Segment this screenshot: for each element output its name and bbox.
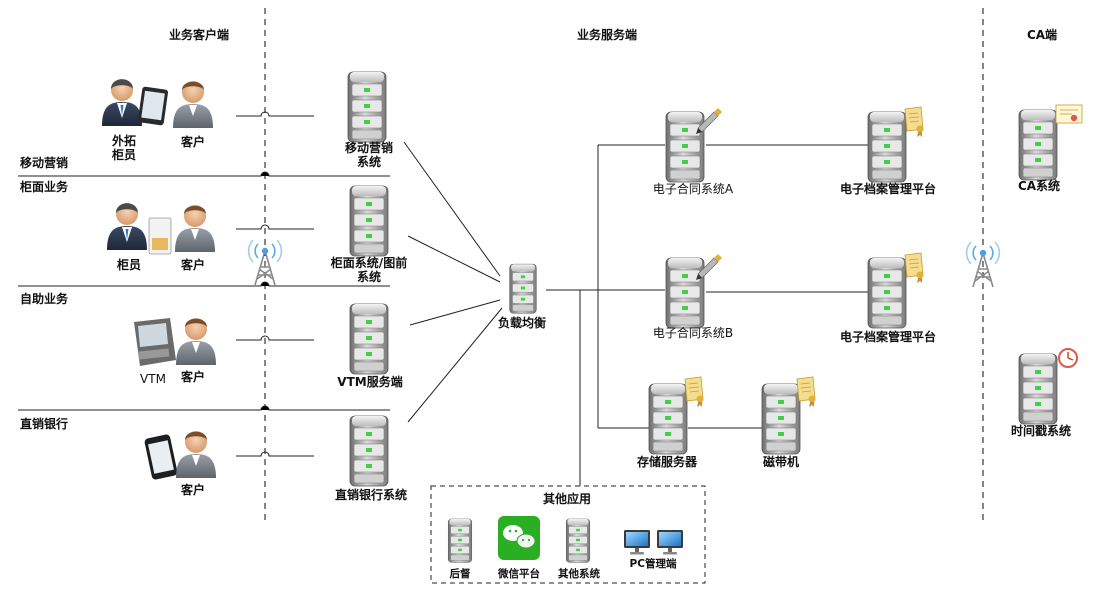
label-vtm-server: VTM服务端 xyxy=(337,375,403,389)
label-tape: 磁带机 xyxy=(762,455,800,469)
label-mobile-system: 移动营销 系统 xyxy=(344,141,394,169)
label-timestamp-system: 时间戳系统 xyxy=(1010,424,1072,438)
vtm-server-icon xyxy=(349,303,389,375)
other-system-server-icon xyxy=(565,518,591,563)
label-contract-b: 电子合同系统B xyxy=(652,326,734,340)
label-archive-b: 电子档案管理平台 xyxy=(839,330,937,344)
archive-a-server-icon xyxy=(867,111,907,183)
column-header-ca: CA端 xyxy=(1026,28,1058,42)
mobile-phone-icon xyxy=(144,434,178,480)
label-mobile-customer: 客户 xyxy=(180,135,206,149)
label-storage-server: 存储服务器 xyxy=(636,455,698,469)
category-mobile-marketing: 移动营销 xyxy=(20,156,69,170)
ca-server-icon xyxy=(1018,109,1058,181)
counter-system-server-icon xyxy=(349,185,389,257)
counter-staff-icon xyxy=(107,203,147,250)
label-counter-customer: 客户 xyxy=(180,258,206,272)
archive-b-server-icon xyxy=(867,257,907,329)
certificate-scroll-icon xyxy=(684,376,704,408)
certificate-scroll-icon xyxy=(904,106,924,138)
category-counter-business: 柜面业务 xyxy=(20,180,69,194)
mobile-marketing-server-icon xyxy=(347,71,387,143)
category-separators xyxy=(18,171,390,411)
certificate-scroll-icon xyxy=(904,252,924,284)
category-direct-bank: 直销银行 xyxy=(20,417,69,431)
vtm-machine-icon xyxy=(134,318,176,366)
direct-bank-server-icon xyxy=(349,415,389,487)
tablet-icon xyxy=(138,86,168,126)
label-direct-customer: 客户 xyxy=(180,483,206,497)
pc-monitor-icon xyxy=(624,530,650,555)
customer-icon xyxy=(176,431,216,478)
lb-connectors xyxy=(403,141,868,486)
label-mobile-staff: 外拓 柜员 xyxy=(111,134,137,162)
signature-pad-icon xyxy=(148,217,172,255)
customer-icon xyxy=(176,318,216,365)
label-contract-a: 电子合同系统A xyxy=(652,182,734,196)
other-app-wechat: 微信平台 xyxy=(498,568,540,580)
storage-server-icon xyxy=(648,383,688,455)
label-archive-a: 电子档案管理平台 xyxy=(839,182,937,196)
other-apps-box xyxy=(430,485,706,584)
column-header-server: 业务服务端 xyxy=(576,28,638,42)
wechat-icon xyxy=(498,516,540,560)
other-app-supervision: 后督 xyxy=(449,568,471,580)
label-vtm-customer: 客户 xyxy=(180,370,206,384)
column-header-client: 业务客户端 xyxy=(168,28,230,42)
mobile-staff-icon xyxy=(102,79,142,126)
category-self-service: 自助业务 xyxy=(20,292,69,306)
other-apps-title: 其他应用 xyxy=(542,492,592,506)
tape-server-icon xyxy=(761,383,801,455)
timestamp-server-icon xyxy=(1018,353,1058,425)
label-counter-system: 柜面系统/图前 系统 xyxy=(330,256,408,284)
load-balancer-server-icon xyxy=(509,263,537,314)
supervision-server-icon xyxy=(447,518,473,563)
customer-icon xyxy=(173,81,213,128)
label-load-balancer: 负载均衡 xyxy=(497,316,547,330)
clock-icon xyxy=(1058,348,1078,368)
client-connectors xyxy=(236,111,314,457)
certificate-icon xyxy=(1055,104,1083,124)
contract-a-server-icon xyxy=(665,111,705,183)
label-counter-staff: 柜员 xyxy=(116,258,142,272)
label-direct-bank-system: 直销银行系统 xyxy=(334,488,408,502)
label-vtm: VTM xyxy=(140,372,166,386)
pc-monitor-icon xyxy=(657,530,683,555)
customer-icon xyxy=(175,205,215,252)
contract-b-server-icon xyxy=(665,257,705,329)
other-app-pc-admin: PC管理端 xyxy=(629,558,677,570)
label-ca-system: CA系统 xyxy=(1017,179,1061,193)
other-app-other-system: 其他系统 xyxy=(558,568,600,580)
